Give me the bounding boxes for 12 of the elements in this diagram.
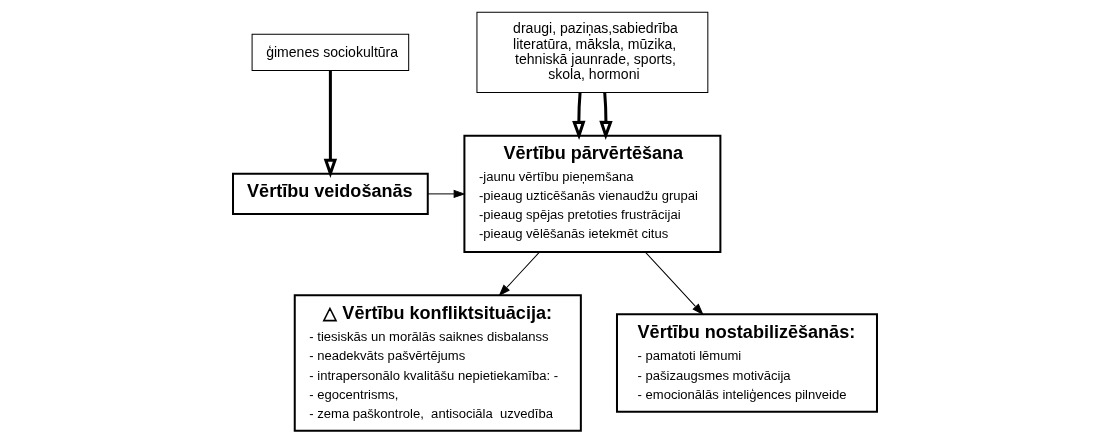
arrow <box>426 189 465 198</box>
node-box: Vērtību pārvērtēšana -jaunu vērtību pieņemšana -pieaug uzticēšanās vienaudžu grupai -pieaug spējas pretoties frustrācijai -pieaug vēlēšanās ietekmēt citus <box>462 134 721 254</box>
node-box: ģimenes sociokultūra <box>251 33 409 71</box>
arrow <box>571 92 585 140</box>
arrow <box>498 251 540 296</box>
arrow <box>598 92 613 141</box>
node-box: draugi, paziņas,sabiedrība literatūra, māksla, mūzika, tehniskā jaunrade, sports, skola, hormoni <box>475 11 708 93</box>
arrow <box>323 70 337 178</box>
node-box: Vērtību veidošanās <box>231 172 429 215</box>
node-box: △ Vērtību konfliktsituācija: - tiesiskās un morālās saiknes disbalanss - neadekvāts pašvērtējums - intrapersonālo kvalitāšu nepietiekamība: - - egocentrisms, - zema paškontrole, antisociāla uzvedība <box>293 294 582 432</box>
arrow <box>644 251 703 315</box>
node-box: Vērtību nostabilizēšanās: - pamatoti lēmumi - pašizaugsmes motivācija - emocionālās inteliģences pilnveide <box>615 313 878 413</box>
